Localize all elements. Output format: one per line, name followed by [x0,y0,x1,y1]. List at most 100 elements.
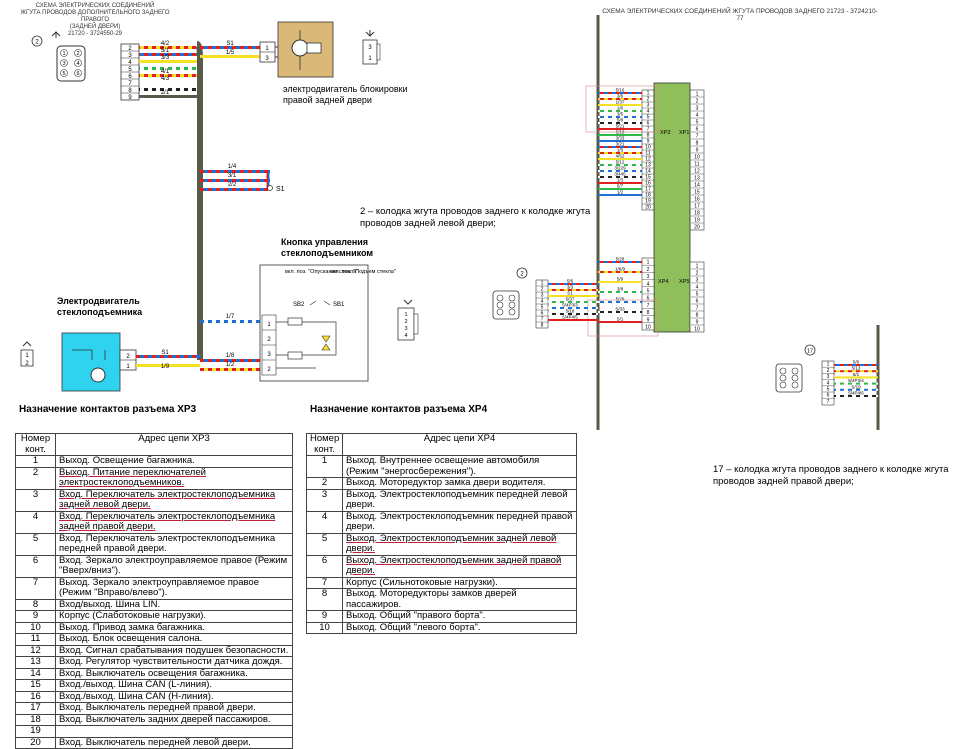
conn2-note: 2 – колодка жгута проводов заднего к кол… [360,206,591,229]
pin-label: 4 [541,299,544,305]
switch-pos-down-text: вкл. поз. "Опускание стекла" [285,269,358,275]
wire [598,188,642,190]
pin-address: Выход. Электростеклоподъемник передней п… [342,510,577,534]
wire [598,170,642,172]
pin-number: 1 [306,455,343,478]
wire-label: 2/1 [161,90,170,96]
wire [548,289,598,291]
pin-label: 5 [827,387,830,393]
pin-number: 9 [306,610,343,623]
pin-number: 5 [15,532,56,556]
harness-trunk [195,41,203,360]
wire-label: 1/2 [226,362,235,368]
pin-address: Выход. Общий "правого борта". [342,610,577,623]
pin-label: 5 [696,292,699,298]
left-diagram-title: СХЕМА ЭЛЕКТРИЧЕСКИХ СОЕДИНЕНИЙ ЖГУТА ПРО… [20,3,170,38]
wire [598,110,642,112]
wire [598,98,642,100]
pin-label: 5 [62,71,65,77]
lock-side-connector-icon: 3 1 [362,30,381,65]
pin-label: 2 [267,337,271,343]
pin-label: 5 [647,115,650,121]
pin-label: 9 [696,320,699,326]
pin-label: 1 [696,264,699,270]
pin-address: Вход./выход. Шина CAN (H-линия). [55,690,293,703]
pin-label: 12 [645,157,651,163]
pin-label: 19 [645,199,651,205]
table-header-row: Номер конт. Адрес цепи ХР4 [306,433,577,456]
pin-number: 2 [15,466,56,490]
pin-address: Выход. Привод замка багажника. [55,621,293,634]
wire-label: 1/7 [226,314,235,320]
wire [598,140,642,142]
wire-label: S1 [567,291,573,296]
pin-label: 6 [76,71,79,77]
wire-label: 5/8 [617,118,624,123]
pin-label: 18 [645,193,651,199]
pin-number: 17 [15,702,56,715]
pin-address: Выход. Электростеклоподъемник задней лев… [342,532,577,556]
pin-address: Вход./выход. Шина CAN (L-линия). [55,679,293,692]
pin-label: 9 [647,317,650,323]
pin-label: 7 [647,127,650,133]
pin-label: 1 [827,362,830,368]
wire-label: 4/62 [616,154,625,159]
wire [598,128,642,130]
window-switch: 1 2 3 2 вкл. поз. "Опускание стекла" вкл… [259,264,396,382]
wire-label: 3/3 [161,55,170,61]
wire-label: 4/1 [161,69,170,75]
pin-label: 4 [76,61,79,67]
pin-label: 3 [647,103,650,109]
pin-number: 3 [15,488,56,512]
col-header-num: Номер конт. [15,433,56,456]
wire-label: 5/4P4/5 [562,315,578,320]
pin-label: 7 [128,81,132,87]
pin-label: 6 [647,121,650,127]
pin-label: 1 [126,364,130,370]
pin-label: 10 [645,325,651,331]
window-motor: 2 1 S1 1/9 [61,332,200,392]
pin-label: 9 [128,95,132,101]
wire-label: 3/6 [617,94,624,99]
pin-label: 2 [267,367,271,373]
pin-number: 12 [15,644,56,657]
pin-address: Выход. Электростеклоподъемник задней пра… [342,554,577,578]
pin-label: 13 [645,163,651,169]
pin-label: 3 [62,61,65,67]
wire-label: 1/2 [617,190,624,195]
wire [598,176,642,178]
pin-address: Выход. Общий "левого борта". [342,621,577,634]
pin-number: 6 [15,554,56,578]
wire-label: 1/9 [161,364,170,370]
pin-label: 12 [694,169,700,175]
pin-label: 7 [696,306,699,312]
wire-label: 5/6 [853,360,860,365]
pin-label: 1 [696,92,699,98]
pin-label: 5 [647,289,650,295]
pin-label: 4 [827,380,830,386]
pin-label: 8 [541,323,544,329]
col-header-num: Номер конт. [306,433,343,456]
pin-label: 10 [694,327,700,333]
pin-label: 4 [128,60,132,66]
pin-label: 10 [694,155,700,161]
wire-label: 5/1 [853,372,860,377]
switch-pos-up-text: вкл. поз. "Подъем стекла" [330,269,396,275]
pin-number: 18 [15,713,56,726]
pin-label: 3 [647,274,650,280]
conn17-note: 17 – колодка жгута проводов заднего к ко… [713,464,949,487]
wire-label: 5/28 [616,257,625,262]
pin-label: 4 [696,285,699,291]
xp1-label: XP1 [679,130,689,136]
